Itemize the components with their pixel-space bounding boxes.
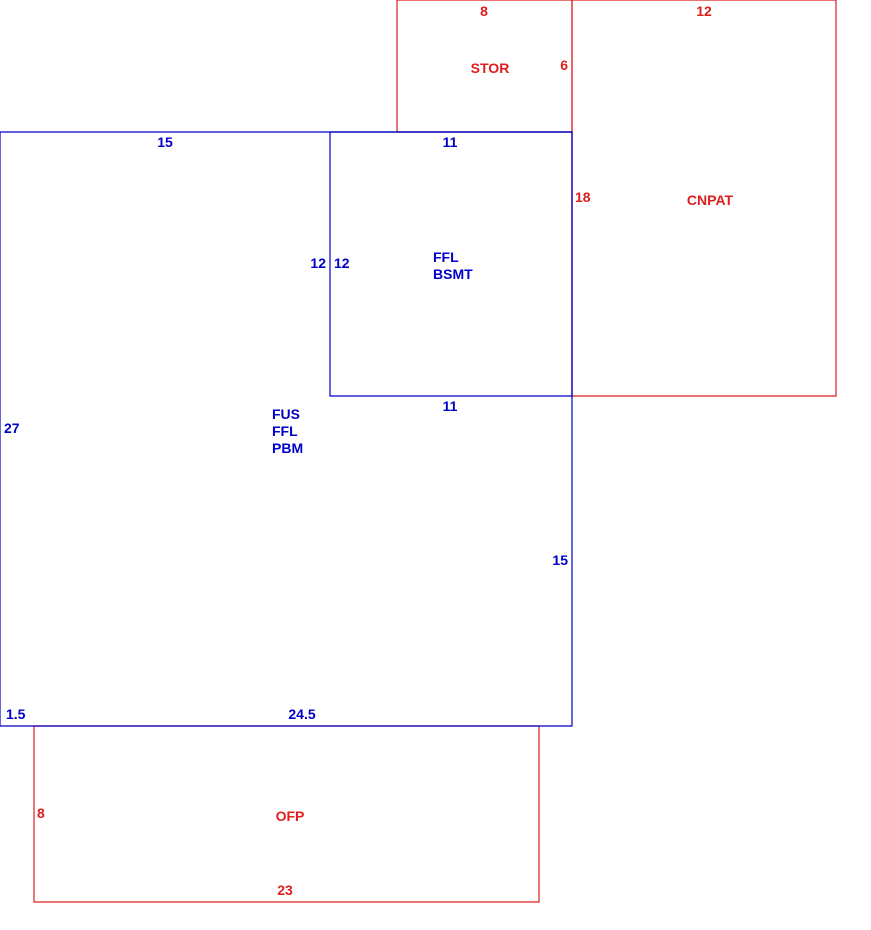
cnpat-top-dimension: 12 <box>696 3 712 19</box>
main-label-line2: FFL <box>272 423 298 439</box>
main-top-dimension: 15 <box>157 134 173 150</box>
ofp-bottom-dimension: 23 <box>277 882 293 898</box>
bsmt-label-line1: FFL <box>433 249 459 265</box>
cnpat-label: CNPAT <box>687 192 734 208</box>
main-label-line1: FUS <box>272 406 300 422</box>
ofp-label: OFP <box>276 808 305 824</box>
main-left-dimension: 27 <box>4 420 20 436</box>
main-inner-dimension: 12 <box>310 255 326 271</box>
bsmt-left-dimension: 12 <box>334 255 350 271</box>
main-bottom-dimension: 24.5 <box>288 706 315 722</box>
main-label-line3: PBM <box>272 440 303 456</box>
stor-top-dimension: 8 <box>480 3 488 19</box>
stor-label: STOR <box>471 60 510 76</box>
main-offset-dimension: 1.5 <box>6 706 26 722</box>
bsmt-label-line2: BSMT <box>433 266 473 282</box>
cnpat-left-dimension: 18 <box>575 189 591 205</box>
bsmt-outline <box>329 131 573 397</box>
bsmt-bottom-dimension: 11 <box>443 398 458 414</box>
main-right-dimension: 15 <box>552 552 568 568</box>
bsmt-top-dimension: 11 <box>443 134 458 150</box>
stor-right-dimension: 6 <box>560 57 568 73</box>
ofp-left-dimension: 8 <box>37 805 45 821</box>
